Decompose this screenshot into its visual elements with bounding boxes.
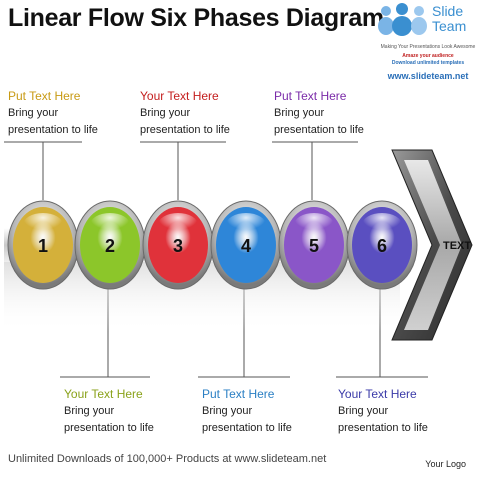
label-line1: Bring your — [140, 107, 191, 119]
people-icon — [378, 3, 427, 36]
phase-highlight — [158, 213, 198, 237]
phase-3: 3 — [142, 200, 214, 290]
label-heading: Your Text Here — [64, 387, 143, 401]
phase-6: 6 — [346, 200, 418, 290]
label-line1: Bring your — [338, 405, 389, 417]
phase-1: 1 — [7, 200, 79, 290]
label-line1: Bring your — [274, 107, 325, 119]
label-line2: presentation to life — [8, 124, 98, 136]
label-phase-1: Put Text Here Bring your presentation to… — [8, 88, 98, 139]
logo-brand-line1: Slide — [432, 3, 464, 19]
label-line1: Bring your — [202, 405, 253, 417]
your-logo-text: Your Logo — [425, 459, 466, 469]
page-title: Linear Flow Six Phases Diagram — [8, 4, 384, 32]
label-line1: Bring your — [8, 107, 59, 119]
label-phase-5: Put Text Here Bring your presentation to… — [274, 88, 364, 139]
phase-number: 2 — [105, 236, 115, 256]
end-arrow: TEXT — [391, 149, 473, 341]
phase-highlight — [226, 213, 266, 237]
label-line2: presentation to life — [274, 124, 364, 136]
label-line2: presentation to life — [338, 422, 428, 434]
label-heading: Put Text Here — [202, 387, 275, 401]
logo-tagline: Making Your Presentations Look Awesome — [380, 44, 476, 50]
label-line2: presentation to life — [140, 124, 230, 136]
label-heading: Put Text Here — [274, 89, 347, 103]
phase-highlight — [23, 213, 63, 237]
logo-promo2: Download unlimited templates — [391, 60, 465, 66]
phase-highlight — [294, 213, 334, 237]
phase-highlight — [90, 213, 130, 237]
phase-spheres: 1 2 3 4 5 6 — [7, 200, 418, 290]
arrow-text: TEXT — [443, 240, 471, 252]
label-heading: Put Text Here — [8, 89, 81, 103]
phase-highlight — [362, 213, 402, 237]
label-heading: Your Text Here — [140, 89, 219, 103]
logo-brand-line2: Team — [432, 18, 467, 34]
label-phase-4: Put Text Here Bring your presentation to… — [202, 386, 292, 437]
phase-number: 4 — [241, 236, 251, 256]
label-phase-3: Your Text Here Bring your presentation t… — [140, 88, 230, 139]
label-line2: presentation to life — [64, 422, 154, 434]
phase-number: 6 — [377, 236, 387, 256]
phase-2: 2 — [74, 200, 146, 290]
slideteam-logo: Slide Team Making Your Presentations Loo… — [376, 2, 480, 82]
label-line2: presentation to life — [202, 422, 292, 434]
phase-number: 3 — [173, 236, 183, 256]
logo-promo1: Amaze your audience — [402, 53, 454, 59]
phase-number: 5 — [309, 236, 319, 256]
label-phase-6: Your Text Here Bring your presentation t… — [338, 386, 428, 437]
phase-number: 1 — [38, 236, 48, 256]
label-phase-2: Your Text Here Bring your presentation t… — [64, 386, 154, 437]
label-heading: Your Text Here — [338, 387, 417, 401]
label-line1: Bring your — [64, 405, 115, 417]
logo-url: www.slideteam.net — [387, 71, 469, 81]
phase-5: 5 — [278, 200, 350, 290]
footer-text: Unlimited Downloads of 100,000+ Products… — [8, 453, 327, 465]
phase-4: 4 — [210, 200, 282, 290]
